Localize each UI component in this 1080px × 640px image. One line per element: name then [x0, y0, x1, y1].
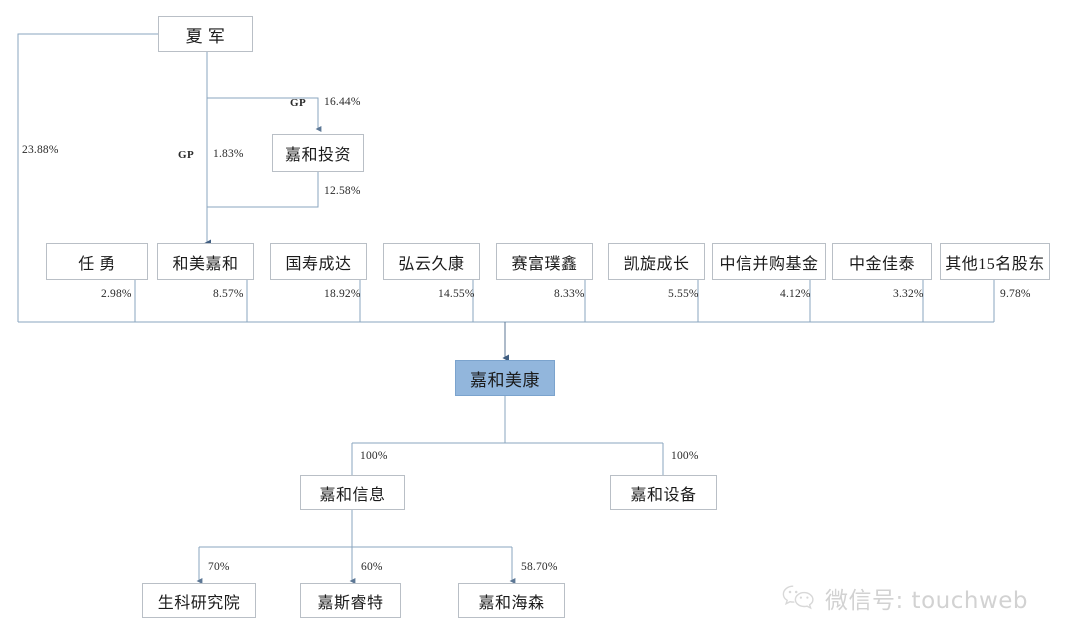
edge-label-shareholder-8: 9.78%	[1000, 288, 1031, 300]
wechat-icon	[782, 584, 816, 612]
node-company[interactable]: 嘉和美康	[455, 360, 555, 396]
edge-label-grandchild-0: 70%	[208, 561, 230, 573]
edge-label-shareholder-5: 5.55%	[668, 288, 699, 300]
edge-label-pct-hemeijiahe: 1.83%	[213, 148, 244, 160]
node-subsidiary-1[interactable]: 嘉和设备	[610, 475, 717, 510]
watermark-text: 微信号: touchweb	[825, 588, 1029, 614]
edge-label-gp-fund: GP	[290, 97, 307, 109]
edge-label-grandchild-1: 60%	[361, 561, 383, 573]
edge-label-root-to-company: 23.88%	[22, 144, 59, 156]
watermark: 微信号: touchweb	[782, 581, 1028, 615]
edge-label-pct-fund: 16.44%	[324, 96, 361, 108]
edge-label-gp-hemeijiahe: GP	[178, 149, 195, 161]
node-shareholder-6[interactable]: 中信并购基金	[712, 243, 826, 280]
node-shareholder-2[interactable]: 国寿成达	[270, 243, 367, 280]
edge-label-subsidiary-0: 100%	[360, 450, 388, 462]
node-fund[interactable]: 嘉和投资	[272, 134, 364, 172]
edge-fund-to-hemeijiahe	[207, 172, 319, 208]
edge-label-grandchild-2: 58.70%	[521, 561, 558, 573]
edge-label-shareholder-7: 3.32%	[893, 288, 924, 300]
node-shareholder-4[interactable]: 赛富璞鑫	[496, 243, 593, 280]
node-shareholder-1[interactable]: 和美嘉和	[157, 243, 254, 280]
node-grandchild-2[interactable]: 嘉和海森	[458, 583, 565, 618]
node-grandchild-0[interactable]: 生科研究院	[142, 583, 256, 618]
node-shareholder-8[interactable]: 其他15名股东	[940, 243, 1050, 280]
edge-label-shareholder-1: 8.57%	[213, 288, 244, 300]
edge-label-shareholder-4: 8.33%	[554, 288, 585, 300]
node-subsidiary-0[interactable]: 嘉和信息	[300, 475, 405, 510]
node-shareholder-3[interactable]: 弘云久康	[383, 243, 480, 280]
edge-label-fund-to-hemeijiahe: 12.58%	[324, 185, 361, 197]
edge-label-shareholder-0: 2.98%	[101, 288, 132, 300]
edge-label-shareholder-2: 18.92%	[324, 288, 361, 300]
edge-label-shareholder-3: 14.55%	[438, 288, 475, 300]
node-root[interactable]: 夏 军	[158, 16, 253, 52]
node-shareholder-0[interactable]: 任 勇	[46, 243, 148, 280]
node-shareholder-7[interactable]: 中金佳泰	[832, 243, 932, 280]
edge-label-subsidiary-1: 100%	[671, 450, 699, 462]
edge-label-shareholder-6: 4.12%	[780, 288, 811, 300]
node-shareholder-5[interactable]: 凯旋成长	[608, 243, 705, 280]
node-grandchild-1[interactable]: 嘉斯睿特	[300, 583, 401, 618]
